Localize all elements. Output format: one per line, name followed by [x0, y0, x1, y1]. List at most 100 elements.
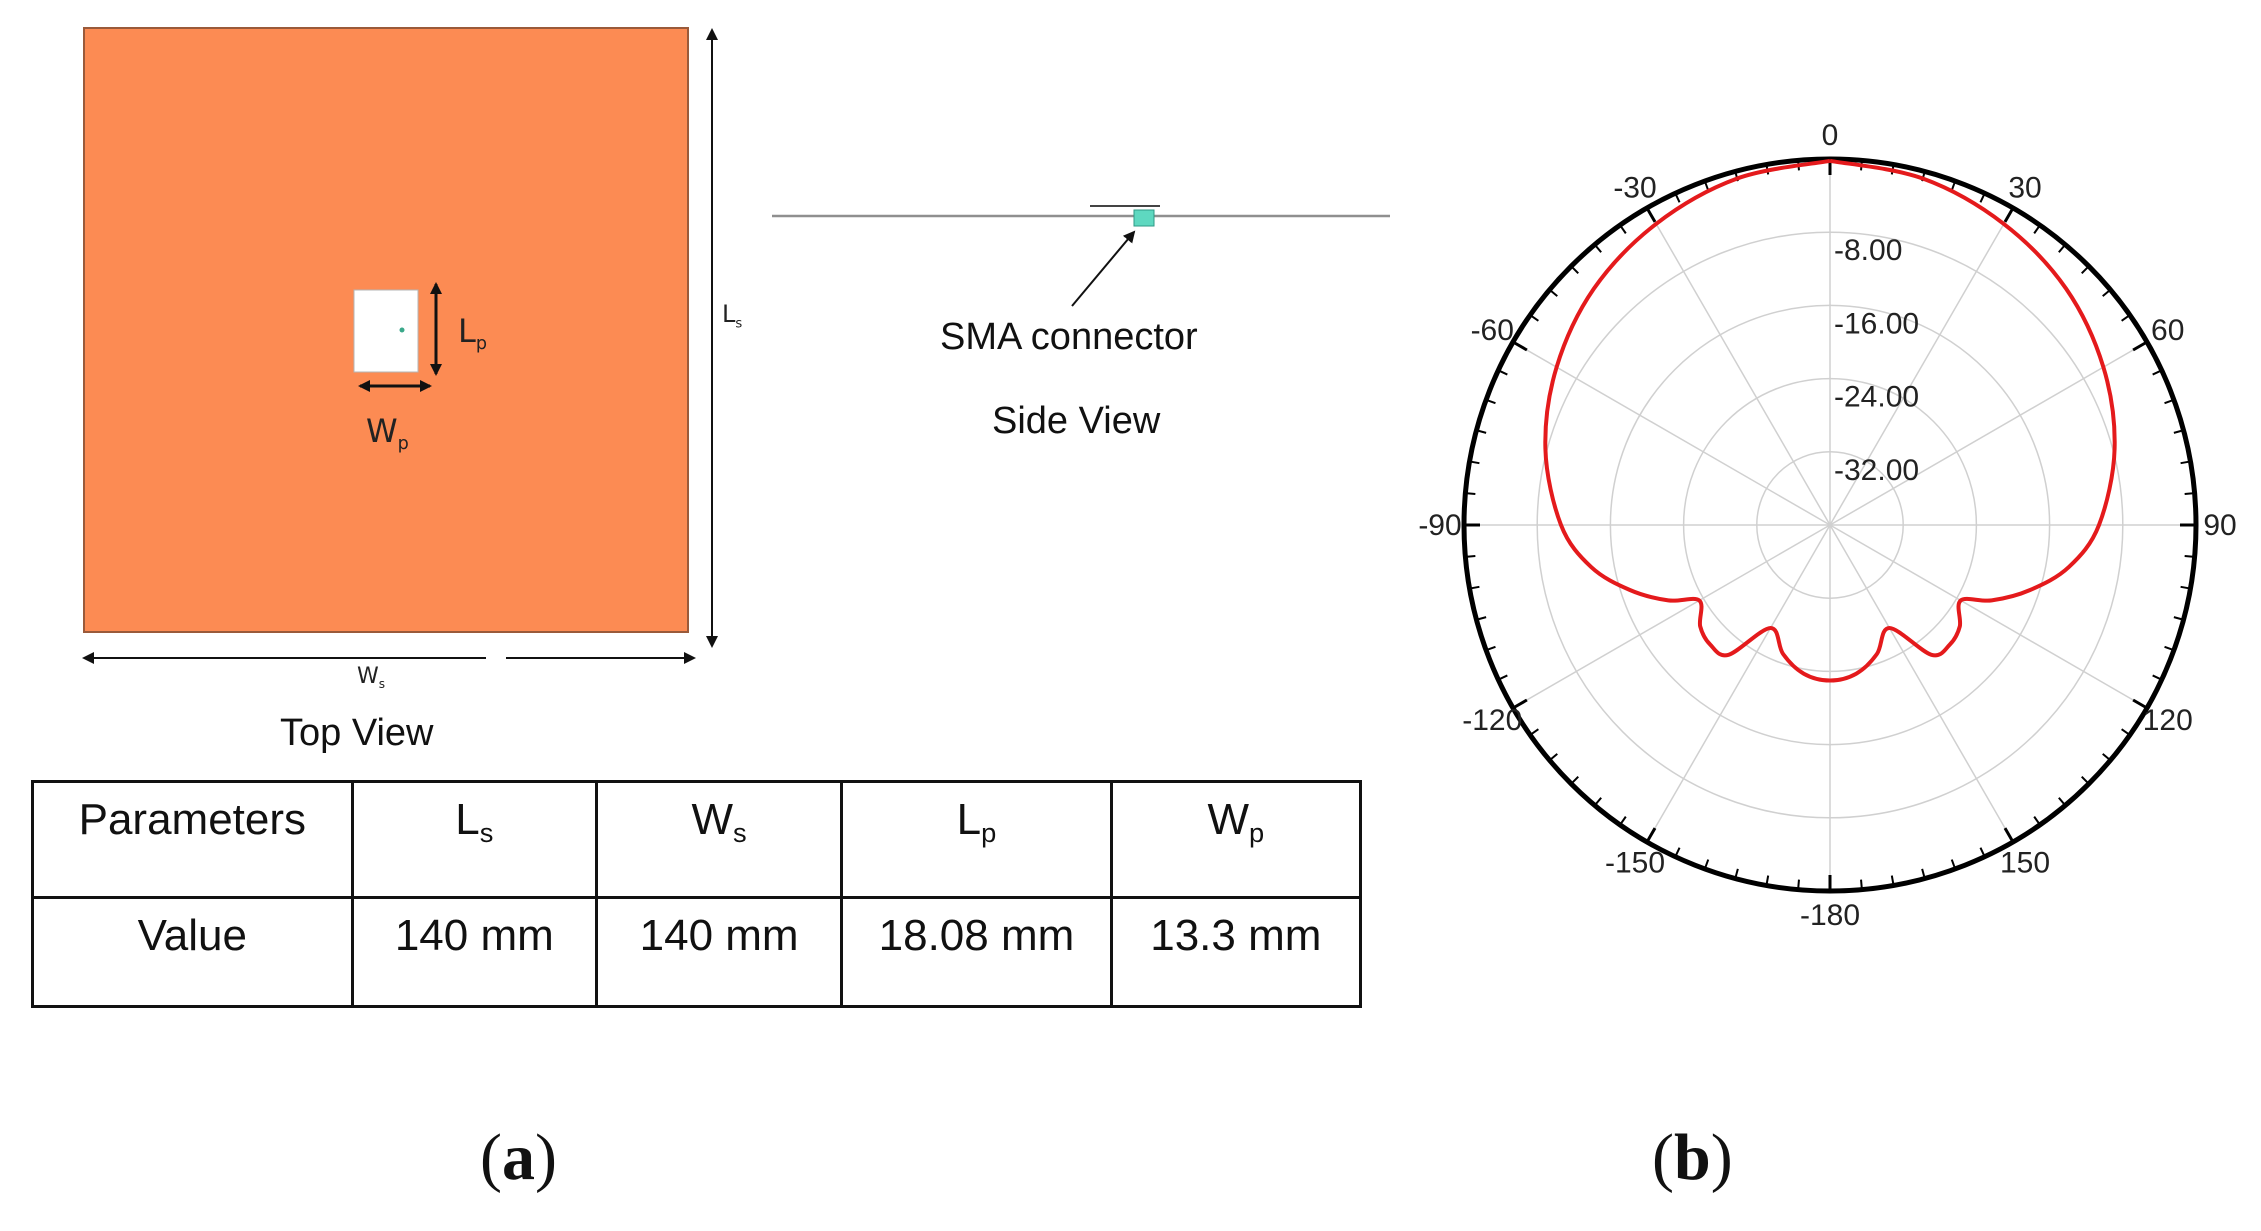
angle-tick [1512, 698, 1528, 710]
angle-tick [2180, 460, 2191, 465]
table-column-header: Wp [1109, 780, 1363, 899]
angle-tick [1765, 875, 1770, 886]
angle-tick-label: 0 [1822, 119, 1839, 152]
angle-tick [1674, 847, 1681, 858]
angle-tick [1548, 753, 1558, 762]
grid-spoke [1646, 207, 1831, 526]
radial-tick-label: -8.00 [1834, 234, 1902, 267]
angle-tick [2164, 645, 2175, 652]
angle-tick [2121, 728, 2131, 736]
angle-tick-label: 120 [2143, 704, 2193, 737]
angle-tick [2033, 816, 2041, 826]
angle-tick [2102, 753, 2112, 762]
table-cell: 140 mm [350, 895, 598, 1009]
angle-tick [2173, 616, 2184, 621]
parameter-table: Parameters Ls Ws Lp Wp Value 140 mm 140 … [31, 780, 1363, 1009]
angle-tick [1485, 645, 1496, 652]
sma-connector-label: SMA connector [940, 316, 1198, 358]
angle-tick [2180, 585, 2191, 590]
table-row-header: Parameters [31, 780, 354, 899]
gain-pattern-series-line [1543, 158, 2117, 683]
table-cell: 18.08 mm [840, 895, 1113, 1009]
angle-tick [1797, 879, 1800, 890]
angle-tick [1979, 192, 1986, 203]
angle-tick [1570, 776, 1579, 785]
angle-tick [2184, 492, 2195, 495]
angle-tick [1860, 879, 1863, 890]
angle-tick [2121, 314, 2131, 322]
angle-tick [2003, 207, 2015, 223]
table-cell: 13.3 mm [1109, 895, 1363, 1009]
angle-tick [1921, 868, 1926, 879]
angle-tick [2058, 243, 2067, 253]
angle-tick [2132, 698, 2148, 710]
panel-label-a: (a) [480, 1121, 557, 1194]
table-row: Value 140 mm 140 mm 18.08 mm 13.3 mm [31, 895, 1363, 1009]
grid-spoke [1646, 524, 1831, 843]
angle-tick [1497, 369, 1508, 376]
angle-tick [1476, 429, 1487, 434]
sma-pointer-arrow [1071, 230, 1136, 307]
angle-tick [2102, 288, 2112, 297]
radial-tick-label: -16.00 [1834, 307, 1919, 340]
radiation-pattern-polar-plot: 0306090120150-180-150-120-90-60-30-8.00-… [1418, 119, 2236, 930]
top-view-drawing [82, 27, 1390, 664]
angle-tick-label: -150 [1605, 847, 1665, 880]
angle-tick [2132, 340, 2148, 352]
angle-tick [1645, 827, 1657, 843]
angle-tick [2173, 429, 2184, 434]
angle-tick [2152, 674, 2163, 681]
angle-tick-label: -180 [1800, 899, 1860, 930]
angle-tick [2184, 555, 2195, 558]
panel-label-b: (b) [1652, 1121, 1733, 1194]
angle-tick [1485, 398, 1496, 405]
angle-tick [1512, 340, 1528, 352]
angle-tick [1593, 243, 1602, 253]
side-view-title: Side View [992, 400, 1161, 442]
angle-tick [1570, 265, 1579, 274]
angle-tick [1593, 797, 1602, 807]
angle-tick [2003, 827, 2015, 843]
angle-tick [1645, 207, 1657, 223]
angle-tick [2033, 224, 2041, 234]
radial-tick-label: -24.00 [1834, 381, 1919, 414]
grid-spoke [1829, 524, 2148, 709]
wp-label: Wp [366, 412, 409, 455]
feed-point [399, 327, 405, 333]
angle-tick [2058, 797, 2067, 807]
angle-tick [1465, 492, 1476, 495]
grid-spoke [1829, 207, 2014, 526]
angle-tick [1529, 314, 1539, 322]
angle-tick [1674, 192, 1681, 203]
angle-tick [1950, 859, 1957, 870]
angle-tick [1497, 674, 1508, 681]
table-column-header: Ls [350, 780, 598, 899]
angle-tick [1469, 585, 1480, 590]
angle-tick [1890, 875, 1895, 886]
angle-tick [1476, 616, 1487, 621]
angle-tick [1469, 460, 1480, 465]
table-column-header: Lp [840, 780, 1113, 899]
angle-tick [2081, 776, 2090, 785]
table-cell: 140 mm [594, 895, 844, 1009]
angle-tick [2164, 398, 2175, 405]
table-column-header: Ws [594, 780, 844, 899]
table-row: Parameters Ls Ws Lp Wp [31, 780, 1363, 899]
angle-tick-label: -30 [1613, 171, 1656, 204]
angle-tick [1734, 868, 1739, 879]
sma-connector-shape [1133, 209, 1155, 227]
angle-tick-label: -120 [1462, 704, 1522, 737]
angle-tick [1979, 847, 1986, 858]
angle-tick-label: -90 [1418, 509, 1461, 542]
lp-label: Lp [458, 312, 487, 355]
angle-tick [2081, 265, 2090, 274]
angle-tick [1703, 180, 1710, 191]
angle-tick-label: -60 [1471, 314, 1514, 347]
angle-tick [1548, 288, 1558, 297]
grid-spoke [1829, 524, 2014, 843]
angle-tick [1703, 859, 1710, 870]
radial-tick-label: -32.00 [1834, 454, 1919, 487]
angle-tick [1619, 224, 1627, 234]
angle-tick-label: 90 [2203, 509, 2236, 542]
ls-label: Ls [722, 300, 743, 332]
